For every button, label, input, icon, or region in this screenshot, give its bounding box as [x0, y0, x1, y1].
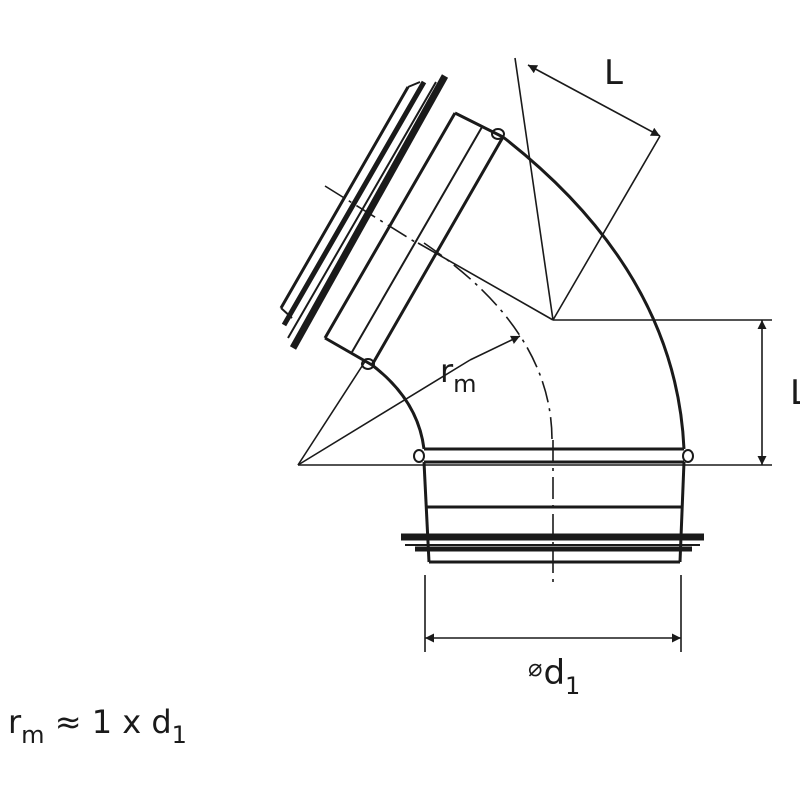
- seal-ring: [281, 80, 427, 327]
- bend-upper-edge: [370, 136, 505, 366]
- extension-line-l-top: [514, 57, 554, 321]
- length-label-top: L: [604, 53, 623, 93]
- radius-formula: rm ≈ 1 x d1: [8, 703, 187, 747]
- formula-rhs-sub: 1: [171, 721, 187, 749]
- outer-arc: [502, 135, 686, 450]
- diameter-label-main: d: [543, 653, 566, 693]
- upper-spigot: [279, 74, 504, 367]
- dim-rm-arrow: [469, 335, 521, 361]
- radius-label-main: r: [440, 352, 454, 390]
- inner-arc: [371, 363, 426, 450]
- diameter-symbol: ⌀: [528, 654, 543, 682]
- radius-label: rm: [440, 352, 477, 396]
- formula-lhs-main: r: [8, 703, 22, 741]
- bead-right-bottom: [682, 449, 694, 463]
- diameter-label-sub: 1: [565, 672, 581, 700]
- construction-lines: [297, 57, 772, 466]
- length-label-right: L: [790, 373, 800, 413]
- bead-left-bottom: [413, 449, 425, 463]
- outer-center-ray: [417, 242, 554, 321]
- formula-lhs-sub: m: [21, 721, 45, 749]
- radius-ray: [297, 359, 471, 466]
- bead-top: [491, 128, 505, 140]
- dimensions: [424, 64, 767, 652]
- seal-ring: [289, 74, 449, 350]
- bend-center-arc: [423, 242, 553, 441]
- diameter-label: ⌀d1: [528, 653, 580, 698]
- lower-spigot: [401, 460, 704, 564]
- angle-ray-to-inner: [297, 359, 367, 466]
- dim-l-top: [527, 64, 661, 137]
- formula-relation: ≈ 1 x d: [44, 703, 172, 741]
- radius-label-sub: m: [453, 370, 477, 398]
- center-upper-ray: [552, 135, 661, 321]
- bend-body: [361, 128, 694, 463]
- bead-inner: [361, 358, 375, 370]
